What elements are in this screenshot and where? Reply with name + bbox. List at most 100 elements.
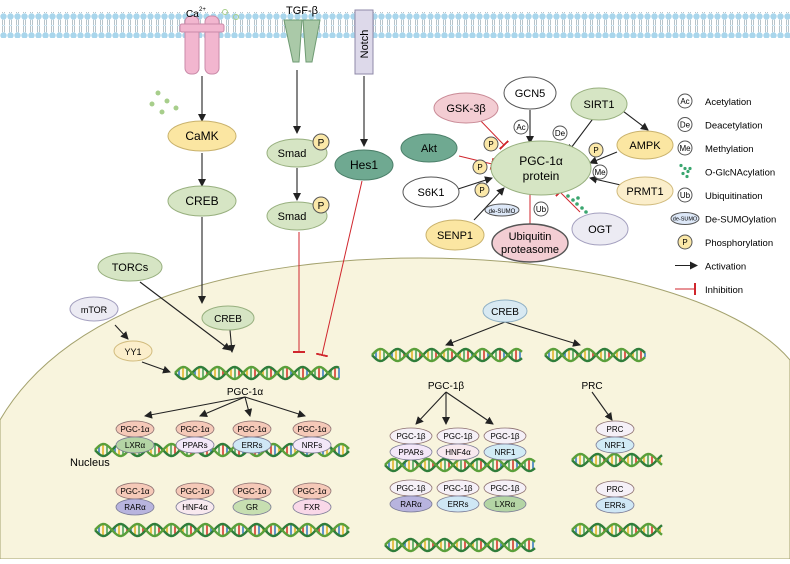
svg-text:proteasome: proteasome [501,244,559,256]
svg-text:Deacetylation: Deacetylation [705,121,763,132]
svg-text:de-SUMO: de-SUMO [673,217,698,223]
svg-text:P: P [479,186,484,195]
ampk-node: AMPK [616,130,674,160]
svg-text:PGC-1β: PGC-1β [490,484,519,493]
svg-text:GSK-3β: GSK-3β [446,103,485,115]
phospho-badge [312,196,330,214]
legend-item: De Deacetylation [677,117,763,132]
pgc-network-inhibitions [458,117,581,226]
svg-text:Hes1: Hes1 [350,158,378,172]
notch-receptor: Notch [354,9,374,75]
svg-text:Ubiquitin: Ubiquitin [509,231,552,243]
modification-badges: Ac De Me P P P P Ub de-SUMO [472,119,608,217]
svg-text:PGC-1β: PGC-1β [443,484,472,493]
svg-text:Ub: Ub [680,191,691,200]
svg-text:CREB: CREB [214,314,242,325]
svg-text:NRFs: NRFs [302,441,322,450]
svg-text:LXRα: LXRα [125,441,146,450]
legend-item: O-GlcNAcylation [679,163,775,179]
svg-text:PGC-1α: PGC-1α [120,425,149,434]
svg-text:ERRs: ERRs [242,441,263,450]
svg-text:P: P [318,201,325,212]
svg-text:De: De [680,121,691,130]
svg-text:PGC-1α: PGC-1α [120,487,149,496]
prc-gene-label: PRC [581,381,602,392]
svg-text:TORCs: TORCs [112,262,149,274]
sirt1-node: SIRT1 [570,87,628,121]
svg-text:PGC-1α: PGC-1α [519,154,563,168]
svg-text:CaMK: CaMK [185,129,218,143]
senp1-node: SENP1 [425,219,485,251]
svg-text:NRF1: NRF1 [605,441,626,450]
mtor-node: mTOR [69,296,119,322]
svg-text:protein: protein [523,169,560,183]
svg-text:PGC-1β: PGC-1β [396,432,425,441]
svg-text:de-SUMO: de-SUMO [489,209,516,215]
svg-text:PGC-1α: PGC-1α [297,425,326,434]
svg-text:PGC-1α: PGC-1α [237,487,266,496]
svg-text:CREB: CREB [491,307,519,318]
signal-arrows [114,70,368,374]
svg-text:S6K1: S6K1 [418,187,445,199]
tgf-beta-label: TGF-β [286,5,318,17]
ubiquitin-proteasome-node: Ubiquitin proteasome [491,223,569,263]
akt-node: Akt [400,133,458,163]
prmt1-node: PRMT1 [616,176,674,206]
nuclear-arrows [144,321,613,425]
cell-membrane [0,12,790,38]
legend-item: Ub Ubiquitination [677,187,763,203]
prc-complex-row2: PRC ERRs [595,480,635,514]
o-glcnac-glyph [566,194,588,214]
svg-text:ERRs: ERRs [605,501,626,510]
calcium-ions [149,9,239,115]
svg-text:CREB: CREB [185,194,218,208]
pgc1a-gene-label: PGC-1α [227,387,264,398]
calcium-channel [179,15,225,75]
svg-text:SIRT1: SIRT1 [584,99,615,111]
svg-text:LXRα: LXRα [495,500,516,509]
svg-text:P: P [488,140,493,149]
legend-item: Inhibition [675,283,743,296]
svg-text:PRMT1: PRMT1 [626,186,663,198]
nucleus-label: Nucleus [70,457,110,469]
creb-cytoplasm-node: CREB [167,185,237,217]
svg-text:PRC: PRC [607,425,624,434]
pgc1b-gene-label: PGC-1β [428,381,465,392]
gsk3b-node: GSK-3β [433,92,499,124]
svg-text:PGC-1β: PGC-1β [490,432,519,441]
smad-node-1: Smad P [266,133,330,168]
dna-prc-gene [544,347,646,363]
svg-text:PRC: PRC [607,485,624,494]
phospho-badge [312,133,330,151]
pgc1a-protein-node: PGC-1α protein [490,140,592,196]
svg-text:PPARs: PPARs [182,441,207,450]
calcium-label: Ca [186,9,199,20]
svg-text:Ubiquitination: Ubiquitination [705,191,763,202]
svg-text:mTOR: mTOR [81,305,108,315]
svg-text:Ac: Ac [680,97,689,106]
svg-text:Activation: Activation [705,262,746,273]
svg-text:P: P [593,146,598,155]
dna-prc-targets-row1 [571,452,663,468]
svg-text:Ac: Ac [516,123,525,132]
dna-prc-targets-row2 [571,522,663,538]
svg-text:PPARs: PPARs [398,448,423,457]
svg-text:YY1: YY1 [124,347,141,357]
svg-text:PGC-1β: PGC-1β [443,432,472,441]
svg-text:Me: Me [594,168,606,177]
